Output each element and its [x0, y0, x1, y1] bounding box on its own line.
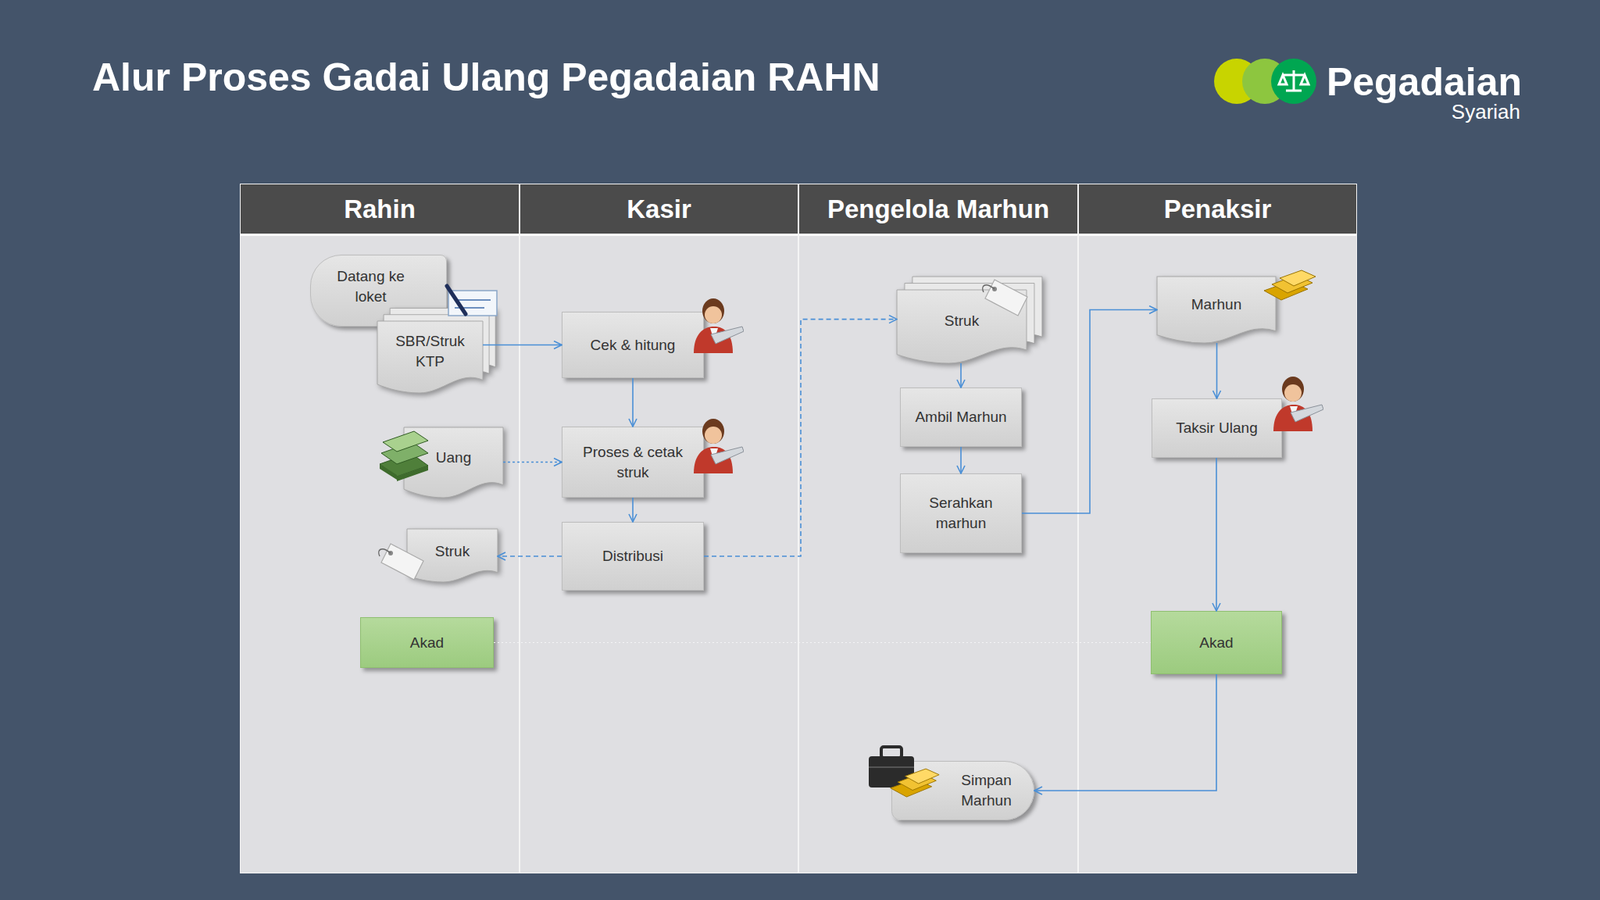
lane-header: Rahin: [240, 184, 519, 236]
node-label-area: Uang: [403, 427, 504, 498]
process-box: Taksir Ulang: [1151, 398, 1283, 458]
node-text: Proses & cetak struk: [578, 442, 688, 483]
node-text: Struk: [944, 310, 979, 332]
node-text: SBR/Struk KTP: [391, 331, 470, 372]
lane-title: Penaksir: [1164, 194, 1272, 225]
node-text: Akad: [1199, 632, 1233, 654]
lane-title: Kasir: [626, 194, 692, 225]
node-text: Distribusi: [602, 546, 664, 567]
document-outline: [1157, 276, 1276, 343]
document-shape: Struk: [896, 289, 1027, 364]
node-text: Cek & hitung: [590, 335, 676, 356]
node-label-area: SBR/Struk KTP: [377, 321, 483, 393]
node-text: Taksir Ulang: [1175, 417, 1258, 439]
terminator-shape: Simpan Marhun: [891, 760, 1035, 821]
node-label-area: Akad: [1151, 611, 1282, 674]
process-box: Distribusi: [561, 521, 704, 591]
node-label-area: Ambil Marhun: [900, 388, 1022, 447]
node-text: Serahkan marhun: [921, 492, 1000, 533]
node-text: Datang ke loket: [328, 266, 415, 307]
swimlane: Pengelola MarhunStrukAmbil MarhunSerahka…: [798, 183, 1079, 874]
agreement-box: Akad: [1150, 610, 1283, 675]
agreement-box: Akad: [360, 617, 494, 668]
node-label-area: Cek & hitung: [562, 312, 704, 378]
process-box: Proses & cetak struk: [561, 426, 704, 498]
lane-title: Pengelola Marhun: [827, 194, 1050, 225]
node-label-area: Serahkan marhun: [900, 474, 1022, 553]
document-outline: [896, 289, 1027, 364]
logo-text: Syariah: [1451, 100, 1521, 125]
swimlane: PenaksirMarhunTaksir UlangAkad: [1078, 183, 1358, 874]
lane-header: Kasir: [520, 184, 798, 236]
logo-mark: [1214, 58, 1317, 104]
node-label-area: Akad: [360, 617, 493, 668]
document-shape: Marhun: [1157, 276, 1276, 343]
process-box: Cek & hitung: [561, 311, 704, 379]
process-box: Ambil Marhun: [900, 387, 1022, 447]
document-shape: Struk: [407, 528, 498, 583]
node-label-area: Taksir Ulang: [1152, 399, 1282, 458]
node-text: Simpan Marhun: [951, 770, 1022, 811]
document-outline: [407, 528, 498, 583]
logo-text: Pegadaian: [1326, 59, 1522, 105]
process-box: Serahkan marhun: [900, 473, 1022, 554]
diagram-title: Alur Proses Gadai Ulang Pegadaian RAHN: [92, 54, 881, 100]
node-text: Ambil Marhun: [914, 407, 1007, 428]
lane-header: Pengelola Marhun: [799, 184, 1078, 236]
node-text: Marhun: [1191, 294, 1242, 315]
node-label-area: Marhun: [1157, 276, 1276, 343]
node-label-area: Struk: [407, 528, 498, 583]
terminator-shape: Datang ke loket: [310, 254, 447, 327]
document-shape: SBR/Struk KTP: [377, 321, 483, 393]
node-label-area: Distribusi: [562, 522, 704, 590]
node-label-area: Datang ke loket: [310, 255, 447, 326]
node-text: Struk: [435, 541, 470, 562]
node-text: Uang: [435, 447, 472, 468]
document-outline: [403, 427, 504, 498]
node-label-area: Proses & cetak struk: [562, 427, 704, 497]
node-text: Akad: [410, 632, 444, 654]
lane-title: Rahin: [343, 194, 416, 225]
document-outline: [377, 321, 483, 393]
node-label-area: Simpan Marhun: [892, 761, 1034, 820]
swimlane: KasirCek & hitungProses & cetak strukDis…: [519, 183, 799, 874]
swimlane: RahinDatang ke loketSBR/Struk KTP UangStr…: [239, 183, 520, 874]
document-shape: Uang: [403, 427, 504, 498]
lane-header: Penaksir: [1078, 184, 1357, 236]
node-label-area: Struk: [896, 289, 1027, 364]
